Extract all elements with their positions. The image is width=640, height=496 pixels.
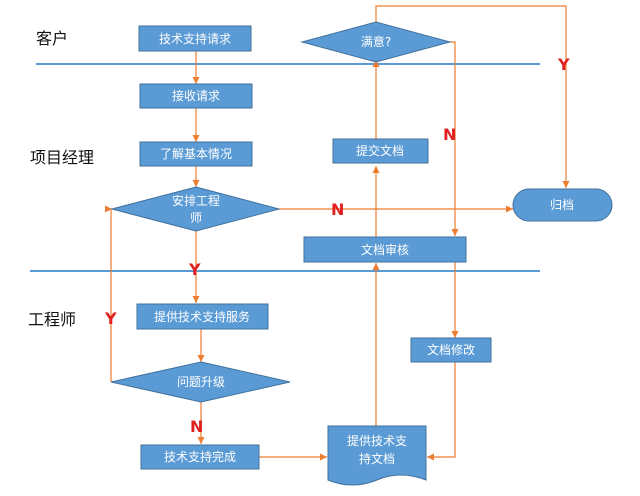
node-submit-doc: 提交文档 [332, 138, 429, 164]
node-support-request-label: 技术支持请求 [159, 31, 231, 46]
node-assign-engineer-label-2: 师 [190, 211, 202, 225]
lane-label-project-manager: 项目经理 [30, 148, 94, 167]
node-support-done-label: 技术支持完成 [164, 449, 236, 464]
node-doc-review-label: 文档审核 [361, 242, 409, 257]
node-doc-review: 文档审核 [303, 236, 467, 263]
node-doc-revise: 文档修改 [410, 337, 492, 363]
node-escalate: 问题升级 [110, 361, 291, 403]
flag-yes-assign: Y [188, 260, 201, 279]
node-satisfied-label: 满意? [361, 34, 391, 49]
node-receive-request: 接收请求 [139, 83, 253, 109]
node-support-done: 技术支持完成 [140, 444, 260, 470]
node-provide-doc: 提供技术支 持文档 [327, 425, 427, 486]
node-support-request: 技术支持请求 [138, 25, 252, 52]
node-receive-request-label: 接收请求 [172, 88, 220, 103]
node-understand-basics: 了解基本情况 [139, 141, 253, 167]
flag-no-escalate: N [190, 417, 203, 436]
node-satisfied: 满意? [300, 21, 452, 63]
node-submit-doc-label: 提交文档 [356, 143, 404, 158]
node-escalate-label: 问题升级 [177, 375, 225, 389]
node-provide-doc-label-2: 持文档 [359, 451, 395, 466]
flag-no-assign: N [331, 200, 344, 219]
arrow-escalate-loop-to-assign [104, 205, 112, 382]
flag-yes-satisfied: Y [557, 55, 570, 74]
arrow-satisfied-to-archive [375, 5, 570, 188]
connectors [104, 5, 570, 461]
node-provide-doc-label-1: 提供技术支 [347, 433, 407, 448]
lane-label-customer: 客户 [36, 29, 68, 48]
node-assign-engineer: 安排工程 师 [110, 186, 281, 232]
node-understand-basics-label: 了解基本情况 [160, 147, 232, 161]
arrow-revise-to-provide-doc [427, 362, 456, 461]
node-provide-service: 提供技术支持服务 [136, 303, 269, 330]
flag-yes-escalate: Y [104, 309, 117, 328]
lane-label-engineer: 工程师 [28, 310, 76, 329]
node-archive: 归档 [512, 188, 613, 222]
node-assign-engineer-label-1: 安排工程 [172, 193, 220, 208]
node-doc-revise-label: 文档修改 [427, 342, 475, 357]
flag-no-satisfied: N [443, 125, 456, 144]
node-archive-label: 归档 [550, 198, 574, 212]
node-provide-service-label: 提供技术支持服务 [154, 309, 250, 324]
